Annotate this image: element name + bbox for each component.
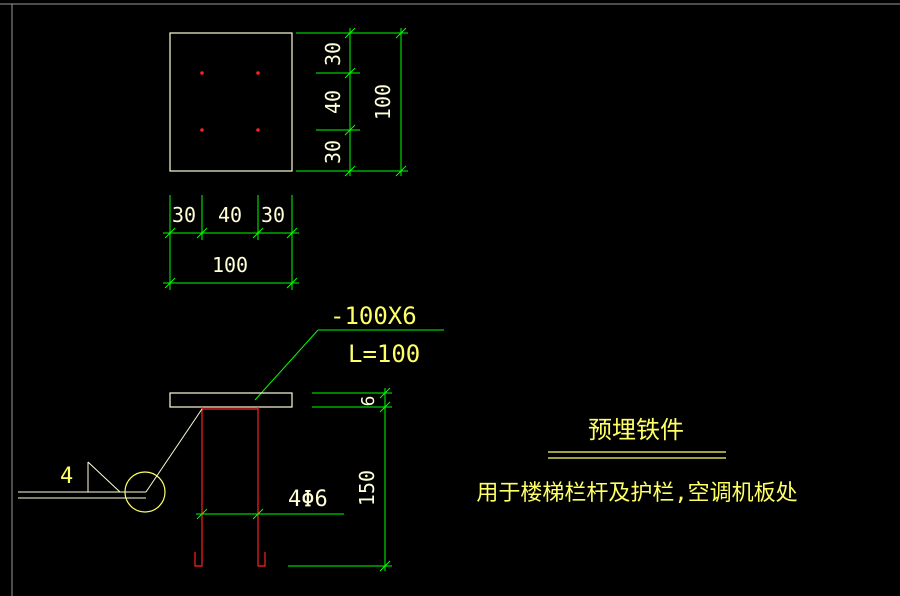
rebar-anchor <box>194 407 266 567</box>
dim-height: 150 <box>355 470 379 506</box>
section-dimensions <box>196 387 392 572</box>
rebar-spec-label: 4Φ6 <box>288 487 328 512</box>
drawing-usage-note: 用于楼梯栏杆及护栏,空调机板处 <box>476 481 797 506</box>
dim-plan-v-bottom: 30 <box>321 140 345 164</box>
weld-symbol <box>18 408 203 513</box>
dim-plan-h-total: 100 <box>212 253 248 277</box>
dim-plan-h-right: 30 <box>261 203 285 227</box>
dim-plan-v-top: 30 <box>321 42 345 66</box>
weld-size-label: 4 <box>60 464 73 489</box>
plate-spec-label: -100X6 <box>330 302 417 330</box>
anchor-hole <box>256 71 260 75</box>
anchor-hole <box>256 128 260 132</box>
plate-length-label: L=100 <box>348 340 420 368</box>
drawing-title: 预埋铁件 <box>588 416 684 444</box>
anchor-hole <box>200 71 204 75</box>
dim-plan-v-mid: 40 <box>321 90 345 114</box>
dim-thickness: 6 <box>358 396 379 407</box>
dim-plan-h-mid: 40 <box>218 203 242 227</box>
dim-plan-v-total: 100 <box>371 84 395 120</box>
horizontal-dimensions <box>163 195 299 290</box>
anchor-hole <box>200 128 204 132</box>
plate-section <box>169 392 293 408</box>
dim-plan-h-left: 30 <box>172 203 196 227</box>
plate-leader-line <box>254 329 319 401</box>
vertical-dimensions <box>296 27 408 177</box>
plate-plan-outline <box>169 32 293 172</box>
